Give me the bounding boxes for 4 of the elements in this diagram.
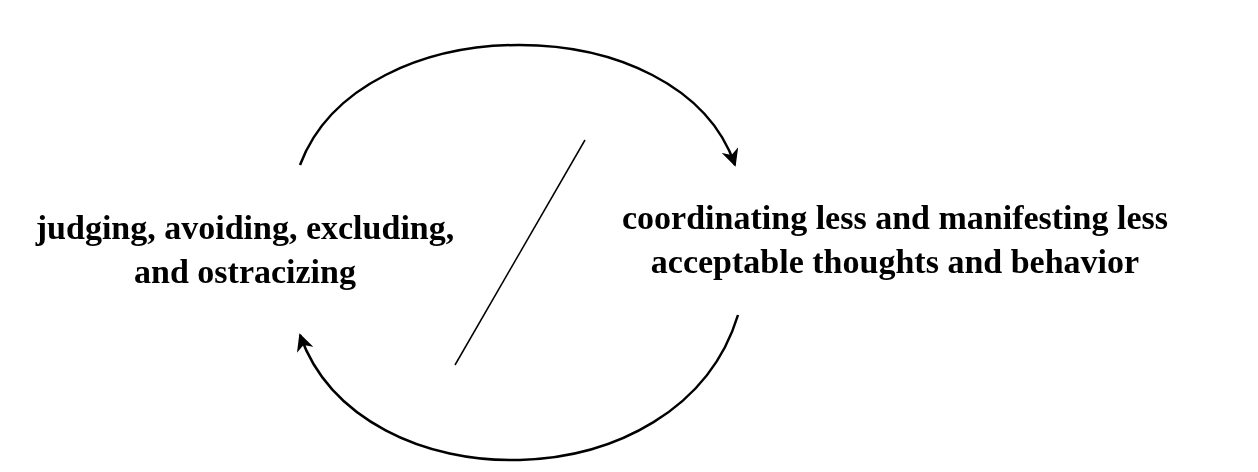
node-label: coordinating less and manifesting less acceptable thoughts and behavior	[621, 198, 1169, 282]
node-label: judging, avoiding, excluding, and ostracizing	[34, 208, 456, 292]
curved-arrow	[298, 314, 740, 462]
curved-arrow	[298, 43, 737, 167]
